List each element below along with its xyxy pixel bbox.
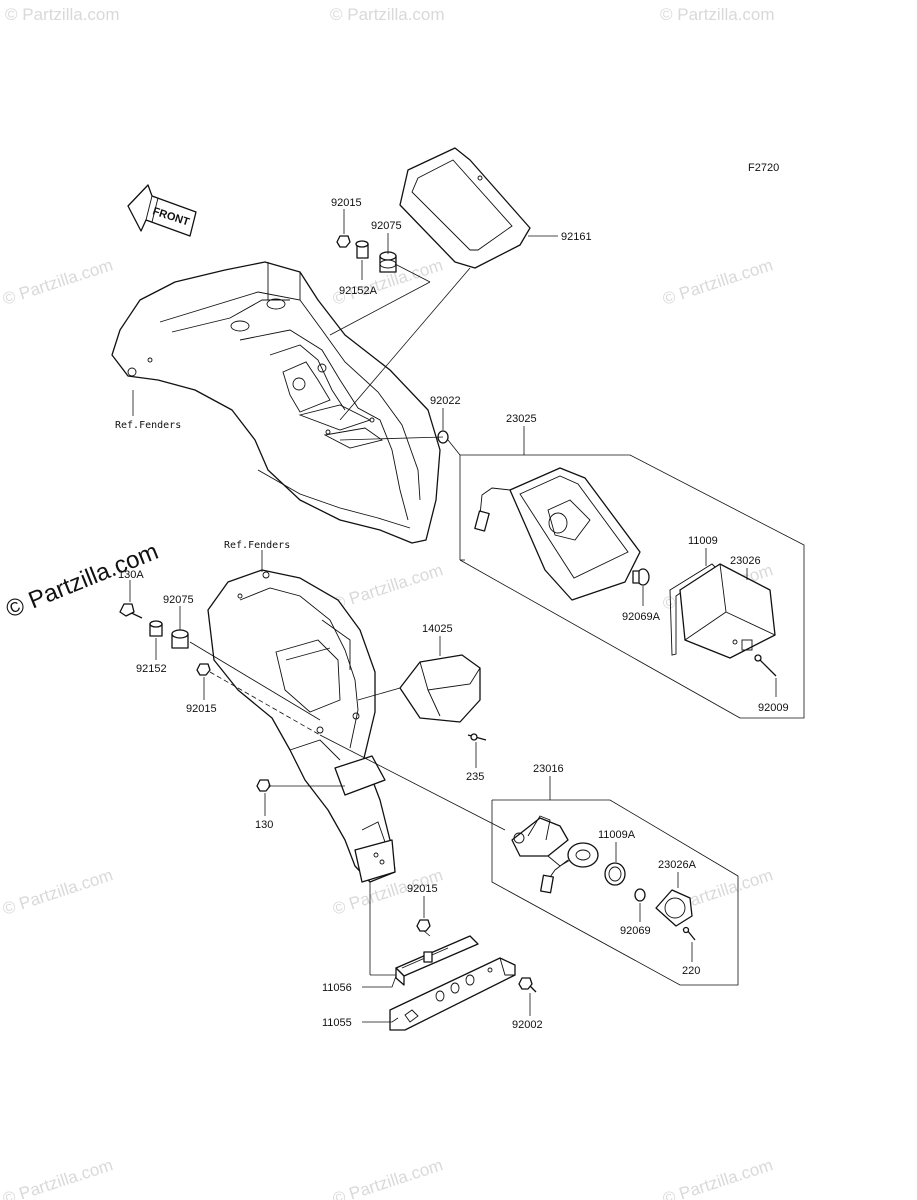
part-label: 130A (118, 569, 144, 581)
gasket-11009A (604, 862, 626, 886)
watermark: © Partzilla.com (0, 1155, 115, 1200)
part-label: 92152A (339, 285, 378, 297)
watermark: © Partzilla.com (330, 560, 445, 613)
screw-235 (467, 733, 487, 741)
part-label: 92069A (622, 611, 661, 623)
part-label: 92022 (430, 395, 461, 407)
ref-label: Ref.Fenders (224, 540, 290, 551)
watermark: © Partzilla.com (0, 255, 115, 308)
part-label: 23026 (730, 555, 761, 567)
watermark: © Partzilla.com (330, 5, 445, 24)
leader-lines (129, 209, 777, 1023)
front-arrow-icon: FRONT (127, 184, 197, 237)
tail-light-assembly-box (459, 454, 805, 719)
grommet-92075-top (379, 251, 397, 273)
part-label: 11056 (322, 982, 352, 994)
tail-lens-23026 (679, 563, 776, 659)
part-label: 23026A (658, 859, 697, 871)
bolt-130 (256, 779, 271, 792)
reflector-92161 (399, 147, 531, 269)
plate-bracket-11056 (395, 935, 479, 986)
license-cover-14025 (399, 654, 481, 723)
screw-220 (682, 926, 696, 941)
nut-92015-mid (196, 663, 211, 676)
lens-23026A (655, 889, 693, 927)
grommet-92075-mid (171, 629, 189, 649)
socket-23016 (540, 842, 599, 894)
watermark: © Partzilla.com (5, 5, 120, 24)
bulb-92069 (634, 888, 646, 902)
gasket-11009 (669, 563, 717, 656)
part-label: 23016 (533, 763, 564, 775)
watermark: © Partzilla.com (0, 865, 115, 918)
screw-92009 (754, 654, 777, 677)
part-label: 220 (682, 965, 700, 977)
assembly-lines (189, 263, 506, 937)
part-label: 11055 (322, 1017, 352, 1029)
nut-92015-low (416, 919, 431, 932)
bracket-23016 (511, 815, 571, 867)
rear-fender-upper (111, 261, 441, 544)
part-label: 11009A (598, 829, 636, 841)
part-label: 130 (255, 819, 273, 831)
rear-fender-lower (207, 569, 396, 883)
watermark: © Partzilla.com (660, 1155, 775, 1200)
part-label: 92015 (407, 883, 438, 895)
figure-id: F2720 (748, 162, 779, 174)
part-label: 92015 (331, 197, 362, 209)
bolt-92002 (518, 977, 537, 993)
ref-label: Ref.Fenders (115, 420, 181, 431)
part-label: 92009 (758, 702, 789, 714)
part-labels: 92015 92075 92152A 92161 Ref.Fenders 920… (115, 197, 789, 1031)
plate-holder-11055 (389, 957, 516, 1031)
watermark: © Partzilla.com (660, 255, 775, 308)
part-label: 92002 (512, 1019, 543, 1031)
part-label: 235 (466, 771, 484, 783)
part-label: 92015 (186, 703, 217, 715)
part-label: 23025 (506, 413, 537, 425)
part-label: 11009 (688, 535, 718, 547)
nut-92015-top (336, 235, 351, 248)
license-light-box (491, 799, 739, 986)
part-label: 92069 (620, 925, 651, 937)
watermark: © Partzilla.com (330, 1155, 445, 1200)
collar-92152A (355, 240, 369, 259)
part-label: 92161 (561, 231, 592, 243)
bolt-130A (119, 603, 143, 619)
watermark: © Partzilla.com (660, 5, 775, 24)
collar-92152 (149, 620, 163, 637)
part-label: 14025 (422, 623, 453, 635)
part-label: 92075 (163, 594, 194, 606)
part-label: 92075 (371, 220, 402, 232)
bulb-92069A (632, 568, 650, 586)
tail-light-housing-23025 (474, 467, 641, 601)
part-label: 92152 (136, 663, 167, 675)
watermark-layer: © Partzilla.com © Partzilla.com © Partzi… (0, 5, 775, 1200)
